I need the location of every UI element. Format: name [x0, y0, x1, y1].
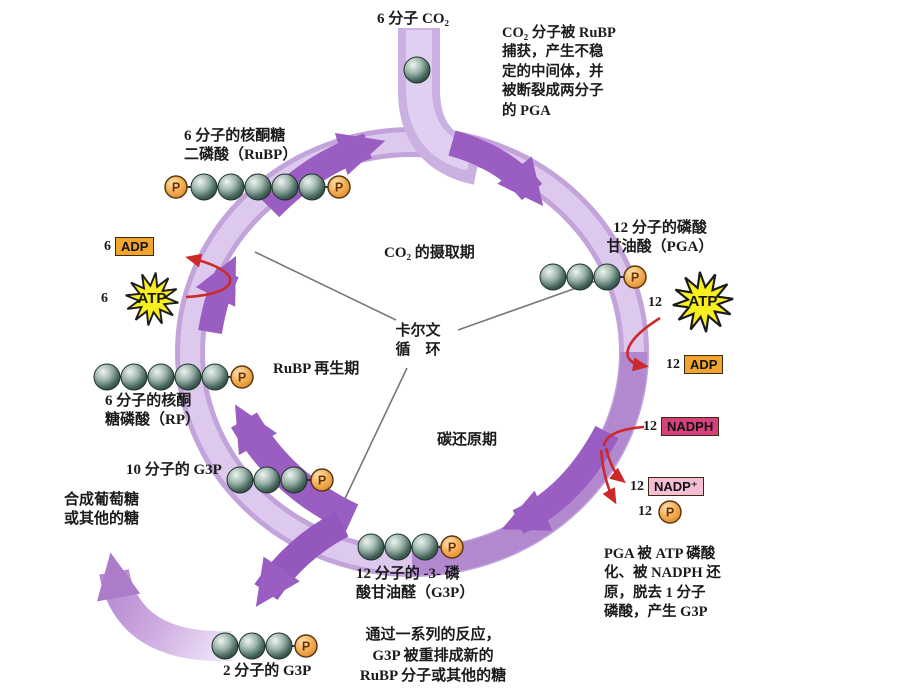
- phosphate-letter: P: [631, 271, 639, 285]
- atp12-count: 12: [648, 295, 662, 310]
- carbon-ball: [593, 263, 621, 291]
- nadp-badge: NADP⁺: [648, 477, 704, 496]
- g3p2-molecule: P: [211, 632, 318, 660]
- arrow-left-up: [195, 255, 239, 335]
- carbon-ball: [190, 173, 218, 201]
- adp6-count: 6: [104, 238, 111, 254]
- arrow-bottom-right: [501, 425, 619, 534]
- phosphate-letter: P: [318, 474, 326, 488]
- phosphate-letter: P: [448, 541, 456, 555]
- carbon-ball: [253, 466, 281, 494]
- adp12-count: 12: [666, 356, 680, 372]
- carbon-ball: [201, 363, 229, 391]
- g3p12-label: 12 分子的 -3- 磷 酸甘油醛（G3P）: [356, 566, 475, 602]
- phosphate-out-arrow: [599, 449, 617, 505]
- carbon-ball: [280, 466, 308, 494]
- g3p10-label: 10 分子的 G3P: [126, 462, 222, 478]
- nadph-badge: NADPH: [661, 417, 720, 436]
- carbon-ball: [93, 363, 121, 391]
- p12-count: 12: [638, 504, 652, 519]
- rubp-label: 6 分子的核酮糖 二磷酸（RuBP）: [184, 128, 298, 164]
- reduction-phase-label: 碳还原期: [437, 432, 498, 448]
- co2-input-label: 6 分子 CO₂: [377, 11, 449, 27]
- co2-molecule: [403, 56, 431, 84]
- pga-reduction-note: PGA 被 ATP 磷酸 化、被 NADPH 还 原，脱去 1 分子 磷酸，产生…: [604, 546, 721, 621]
- phosphate-letter: P: [302, 640, 310, 654]
- reaction-arrows: [185, 253, 661, 505]
- carbon-ball: [357, 533, 385, 561]
- capture-note: CO₂ 分子被 RuBP 捕获，产生不稳 定的中间体，并 被断裂成两分子 的 P…: [502, 25, 616, 119]
- nadph-count: 12: [643, 418, 657, 434]
- carbon-ball: [147, 363, 175, 391]
- atp-badge-left: ATP: [137, 290, 167, 308]
- nadph-group: 12 NADPH: [643, 417, 720, 436]
- atp-to-adp-right-arrow: [626, 316, 661, 372]
- carbon-ball: [238, 632, 266, 660]
- nadph-in-arrow: [602, 425, 645, 447]
- carbon-ball: [271, 173, 299, 201]
- rp-label: 6 分子的核酮 糖磷酸（RP）: [105, 393, 200, 429]
- adp-badge-right: ADP: [684, 355, 724, 374]
- phosphate-icon: [327, 175, 351, 199]
- phosphate-icon: [294, 634, 318, 658]
- phosphate-icon: [623, 265, 647, 289]
- carbon-ball: [566, 263, 594, 291]
- arrow-top-right: [448, 130, 544, 207]
- phosphate-icon: [230, 365, 254, 389]
- atp6-count: 6: [101, 291, 108, 306]
- nadp-out-arrow: [604, 447, 626, 484]
- carbon-ball: [244, 173, 272, 201]
- rp-molecule: P: [93, 363, 254, 391]
- g3p10-molecule: P: [226, 466, 334, 494]
- arrow-to-glucose: [96, 552, 233, 662]
- phosphate-icon: [310, 468, 334, 492]
- carbon-ball: [226, 466, 254, 494]
- carbon-ball: [265, 632, 293, 660]
- carbon-ball: [120, 363, 148, 391]
- atp-to-adp-left-arrow: [185, 253, 232, 299]
- phosphate-icon: [658, 500, 682, 524]
- phosphate-letter: P: [666, 506, 674, 520]
- nadp-group: 12 NADP⁺: [630, 477, 704, 496]
- g3p2-label: 2 分子的 G3P: [223, 663, 312, 679]
- carbon-ball: [174, 363, 202, 391]
- adp6-group: 6 ADP: [104, 237, 155, 256]
- phosphate-letter: P: [335, 181, 343, 195]
- phosphate-letter: P: [238, 371, 246, 385]
- phosphate-letter: P: [172, 181, 180, 195]
- carbon-ball: [217, 173, 245, 201]
- adp-badge: ADP: [115, 237, 155, 256]
- pga-molecule: P: [539, 263, 647, 291]
- g3p12-molecule: P: [357, 533, 464, 561]
- calvin-cycle-label: 卡尔文 循 环: [395, 323, 441, 359]
- p12-badge: P: [658, 500, 682, 524]
- carbon-ball: [384, 533, 412, 561]
- rearrange-note: 通过一系列的反应， G3P 被重排成新的 RuBP 分子或其他的糖: [359, 627, 507, 685]
- adp12-group: 12 ADP: [666, 355, 724, 374]
- regen-phase-label: RuBP 再生期: [273, 361, 360, 377]
- pga-label: 12 分子的磷酸 甘油酸（PGA）: [606, 220, 714, 256]
- nadp-count: 12: [630, 478, 644, 494]
- arrow-output-branch: [254, 511, 349, 607]
- carbon-ball: [403, 56, 431, 84]
- carbon-ball: [298, 173, 326, 201]
- carbon-ball: [411, 533, 439, 561]
- carbon-ball: [539, 263, 567, 291]
- phosphate-icon: [440, 535, 464, 559]
- glucose-label: 合成葡萄糖 或其他的糖: [64, 492, 140, 528]
- phase-divider-lines: [254, 251, 597, 508]
- uptake-phase-label: CO₂ 的摄取期: [384, 245, 475, 261]
- phosphate-icon: [164, 175, 188, 199]
- atp-badge-right: ATP: [688, 293, 718, 311]
- carbon-ball: [211, 632, 239, 660]
